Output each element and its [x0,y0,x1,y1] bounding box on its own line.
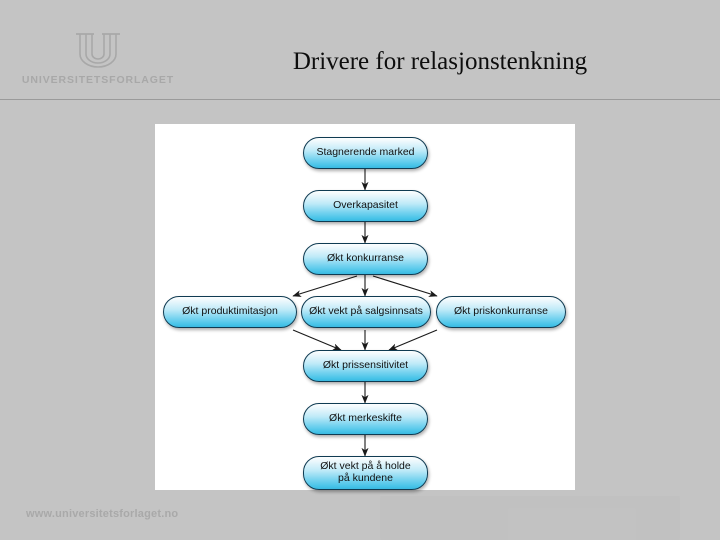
page-title: Drivere for relasjonstenkning [292,48,588,75]
slide-header: UNIVERSITETSFORLAGET Drivere for relasjo… [0,0,720,100]
publisher-logo: UNIVERSITETSFORLAGET [18,30,178,86]
footer-url[interactable]: www.universitetsforlaget.no [26,508,179,520]
header-divider [0,99,720,100]
diagram-panel: Stagnerende marked Overkapasitet Økt kon… [155,124,575,490]
flow-node-stagnerende-marked[interactable]: Stagnerende marked [303,137,428,169]
flow-node-okt-konkurranse[interactable]: Økt konkurranse [303,243,428,275]
flow-node-okt-prissensitivitet[interactable]: Økt prissensitivitet [303,350,428,382]
flow-node-okt-vekt-pa-a-holde-pa-kundene[interactable]: Økt vekt på å holde på kundene [303,456,428,490]
logo-wordmark: UNIVERSITETSFORLAGET [21,74,175,86]
flow-node-okt-merkeskifte[interactable]: Økt merkeskifte [303,403,428,435]
flow-node-okt-produktimitasjon[interactable]: Økt produktimitasjon [163,296,297,328]
flow-connectors [292,169,438,457]
flow-node-overkapasitet[interactable]: Overkapasitet [303,190,428,222]
universitetsforlaget-u-logo-icon [76,33,120,68]
flow-node-okt-vekt-pa-salgsinnsats[interactable]: Økt vekt på salgsinnsats [301,296,431,328]
footer-watermark [380,496,680,540]
flow-node-okt-priskonkurranse[interactable]: Økt priskonkurranse [436,296,566,328]
